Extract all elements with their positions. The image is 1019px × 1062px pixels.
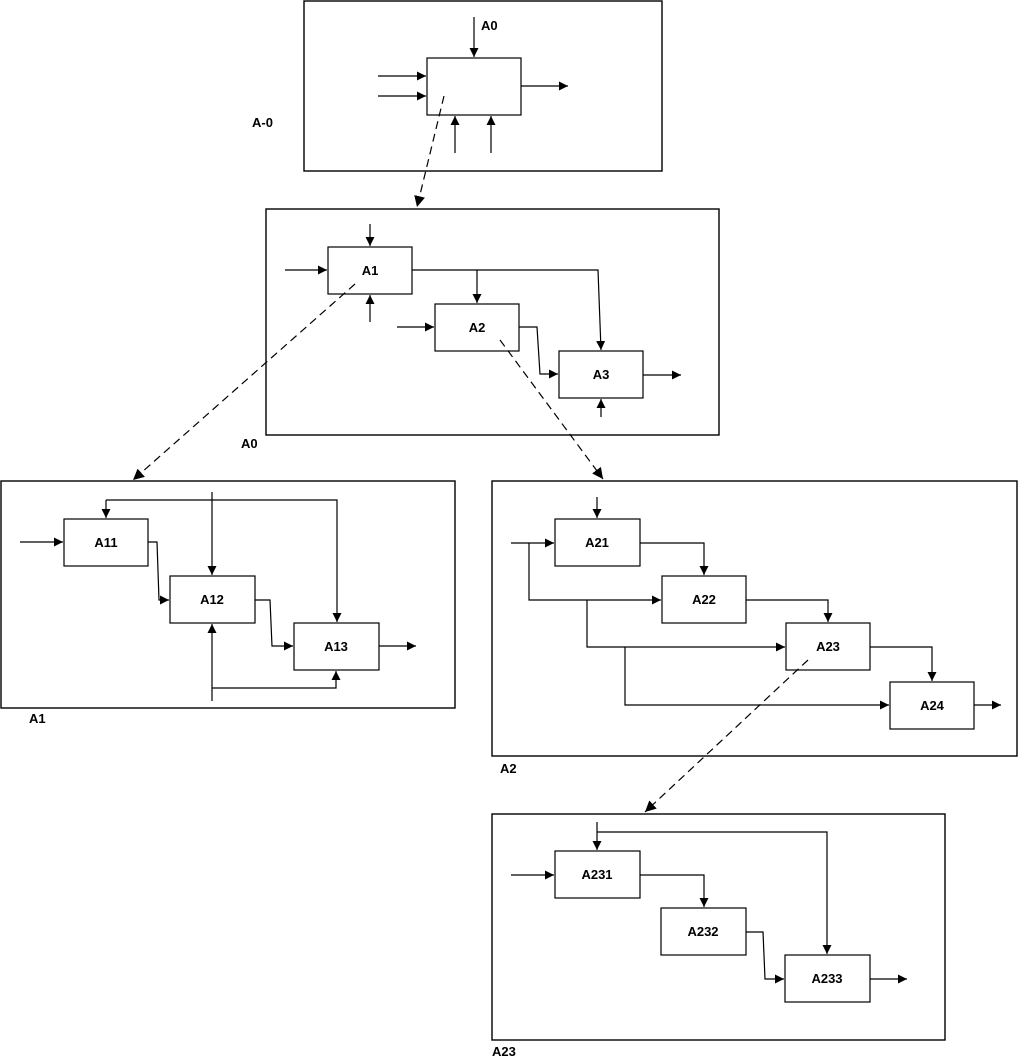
a233-box[interactable] bbox=[784, 954, 871, 1003]
a0-frame-label: A0 bbox=[241, 436, 258, 451]
a2-diagram: A2 A21 A22 A23 A24 bbox=[491, 480, 1018, 776]
a23-box-label: A23 bbox=[816, 639, 840, 654]
a23-frame bbox=[491, 813, 946, 1041]
a0-frame bbox=[265, 208, 720, 436]
context-node-label: A0 bbox=[481, 18, 498, 33]
a23-input-arrow bbox=[586, 600, 785, 652]
a11-to-a12-arrow bbox=[148, 541, 169, 605]
a22-to-a23-arrow bbox=[746, 599, 833, 622]
a1-frame bbox=[0, 480, 456, 709]
a21-box[interactable] bbox=[554, 518, 641, 567]
a11-box-label: A11 bbox=[94, 535, 117, 550]
a23-frame-label: A23 bbox=[492, 1044, 516, 1059]
a23-box[interactable] bbox=[785, 622, 871, 671]
decomposition-link-a2 bbox=[499, 339, 604, 480]
a13-mechanism-arrow bbox=[212, 671, 341, 689]
a23-to-a24-arrow bbox=[870, 646, 937, 681]
a24-input-arrow bbox=[624, 647, 889, 710]
a21-box-label: A21 bbox=[585, 535, 609, 550]
context-frame bbox=[303, 0, 663, 172]
a24-box-label: A24 bbox=[920, 698, 945, 713]
a1-to-a3-arrow bbox=[412, 269, 606, 351]
a21-to-a22-arrow bbox=[640, 542, 709, 575]
a0-diagram: A0 A1 A2 A3 bbox=[241, 208, 720, 451]
a1-diagram: A1 A11 A12 A13 bbox=[0, 480, 456, 726]
a231-to-a232-arrow bbox=[640, 874, 709, 907]
a1-box[interactable] bbox=[327, 246, 413, 295]
a2-frame bbox=[491, 480, 1018, 757]
a232-to-a233-arrow bbox=[746, 931, 784, 984]
a2-box-label: A2 bbox=[469, 320, 486, 335]
a231-box[interactable] bbox=[554, 850, 641, 899]
a233-box-label: A233 bbox=[811, 971, 842, 986]
a13-control-arrow bbox=[106, 499, 342, 622]
context-frame-label: A-0 bbox=[252, 115, 273, 130]
a13-box-label: A13 bbox=[324, 639, 348, 654]
a1-box-label: A1 bbox=[362, 263, 379, 278]
a3-box-label: A3 bbox=[593, 367, 610, 382]
decomposition-link-a23 bbox=[644, 659, 809, 813]
a23-diagram: A23 A231 A232 A233 bbox=[491, 813, 946, 1059]
decomposition-link-a0 bbox=[414, 95, 445, 208]
a22-input-arrow bbox=[528, 543, 661, 605]
a2-frame-label: A2 bbox=[500, 761, 517, 776]
a231-box-label: A231 bbox=[581, 867, 612, 882]
decomposition-link-a1 bbox=[132, 283, 356, 481]
a232-box-label: A232 bbox=[687, 924, 718, 939]
a22-box-label: A22 bbox=[692, 592, 716, 607]
a12-box-label: A12 bbox=[200, 592, 224, 607]
a233-control-arrow bbox=[597, 831, 832, 954]
context-diagram: A-0 A0 bbox=[252, 0, 663, 172]
a232-box[interactable] bbox=[660, 907, 747, 956]
a12-to-a13-arrow bbox=[255, 599, 293, 651]
a2-to-a3-arrow bbox=[519, 326, 558, 379]
a24-box[interactable] bbox=[889, 681, 975, 730]
a13-box[interactable] bbox=[293, 622, 380, 671]
a1-frame-label: A1 bbox=[29, 711, 46, 726]
context-activity-box[interactable] bbox=[426, 57, 522, 116]
a22-box[interactable] bbox=[661, 575, 747, 624]
